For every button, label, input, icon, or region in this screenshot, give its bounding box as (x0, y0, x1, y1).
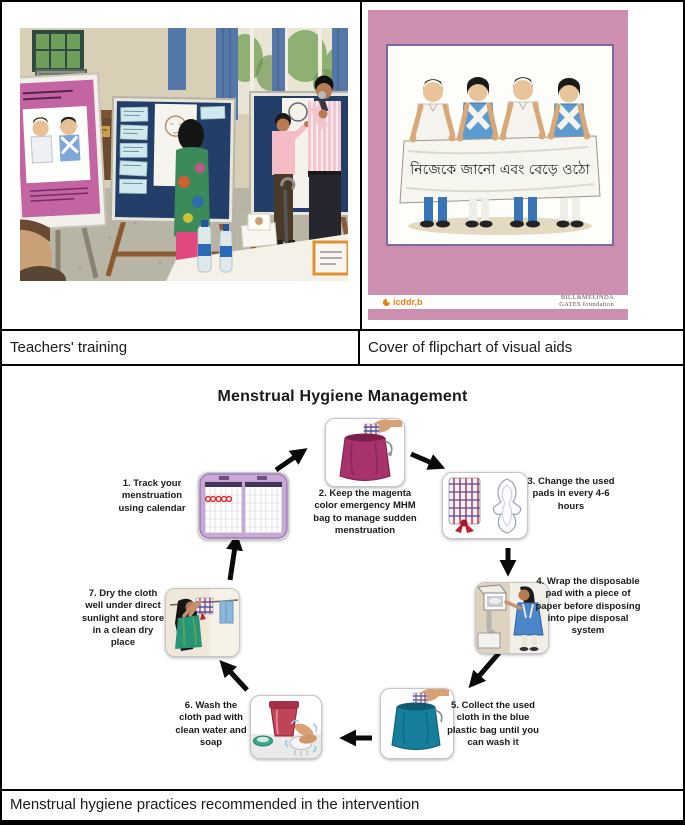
step6-washing-illustration (250, 695, 322, 759)
student-boy-1 (410, 79, 456, 143)
water-bottles (197, 220, 233, 273)
banner: নিজেকে জানো এবং বেড়ে ওঠো (399, 132, 601, 204)
step7-drying-illustration (165, 588, 240, 657)
window-icon (32, 30, 84, 72)
woman-figure (504, 586, 544, 651)
step5-label: 5. Collect the used cloth in the blue pl… (447, 700, 539, 749)
student-boy-2 (500, 77, 546, 143)
arrow-step2-to-step3 (410, 451, 446, 470)
mhm-cycle-diagram: Menstrual Hygiene Management (2, 364, 683, 789)
step3-cloth-and-pad-illustration (442, 472, 528, 539)
gates-logo-line2: GATES foundation (559, 301, 614, 308)
orange-folder (312, 240, 348, 276)
students-banner-illustration: নিজেকে জানো এবং বেড়ে ওঠো (399, 77, 601, 235)
caption-flipchart-cover: Cover of flipchart of visual aids (368, 339, 573, 356)
flipchart-cover-panel: নিজেকে জানো এবং বেড়ে ওঠো (362, 2, 683, 329)
icddrb-logo-text: icddr,b (393, 297, 423, 307)
display-board-1 (109, 95, 237, 225)
papers (240, 213, 278, 248)
flipchart-cover: নিজেকে জানো এবং বেড়ে ওঠো (368, 10, 628, 320)
top-row: নিজেকে জানো এবং বেড়ে ওঠো (2, 2, 683, 329)
figure-caption: Menstrual hygiene practices recommended … (2, 789, 683, 818)
arrow-step6-to-step7 (219, 659, 249, 692)
step5-blue-bag-illustration (380, 688, 454, 759)
cover-illustration-frame: নিজেকে জানো এবং বেড়ে ওঠো (386, 44, 614, 246)
arrow-step1-to-step2 (274, 448, 308, 473)
audience-head (20, 219, 66, 281)
student-girl-2 (548, 78, 590, 143)
step7-label: 7. Dry the cloth well under direct sunli… (81, 588, 165, 649)
icddrb-logo-icon (382, 298, 391, 306)
woman-figure (175, 598, 202, 651)
banner-bengali-text: নিজেকে জানো এবং বেড়ে ওঠো (409, 161, 590, 178)
step4-label: 4. Wrap the disposable pad with a piece … (535, 576, 641, 637)
students-legs (420, 197, 584, 228)
table (166, 234, 348, 281)
gates-foundation-logo: BILL&MELINDA GATES foundation (559, 294, 614, 309)
teachers-training-photo-panel (2, 2, 362, 329)
step3-label: 3. Change the used pads in every 4-6 hou… (527, 476, 615, 512)
step2-magenta-bag-illustration (325, 418, 405, 487)
gates-logo-line1: BILL&MELINDA (560, 294, 614, 302)
step1-calendar-illustration (198, 472, 289, 540)
caption-row: Teachers' training Cover of flipchart of… (2, 329, 683, 364)
step2-label: 2. Keep the magenta color emergency MHM … (313, 488, 417, 537)
student-girl-1 (457, 77, 499, 143)
cover-logo-strip: icddr,b BILL&MELINDA GATES foundation (368, 294, 628, 309)
icddrb-logo: icddr,b (382, 297, 423, 307)
step4-pipe-disposal-illustration (475, 582, 549, 654)
man-drawing (272, 113, 310, 245)
caption-teachers-training: Teachers' training (2, 331, 360, 364)
diagram-title: Menstrual Hygiene Management (217, 388, 468, 405)
arrow-step7-to-step1 (226, 533, 243, 581)
teachers-training-photo (20, 28, 348, 281)
arrow-step4-to-step5 (468, 651, 501, 689)
step1-label: 1. Track your menstruation using calenda… (118, 478, 186, 514)
step6-label: 6. Wash the cloth pad with clean water a… (175, 700, 247, 749)
pink-flipchart (20, 72, 107, 231)
